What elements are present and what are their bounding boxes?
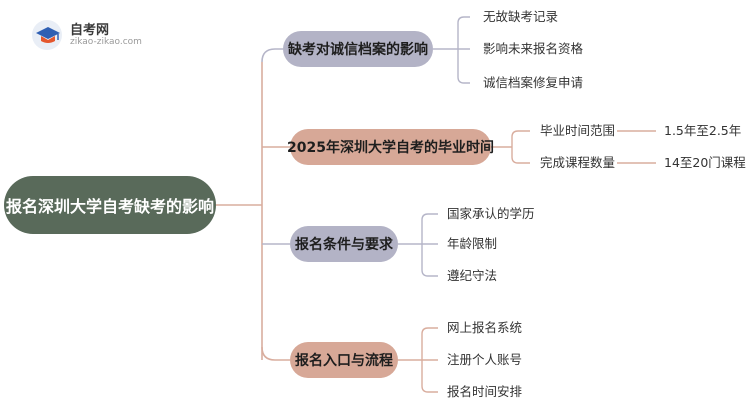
leaf-3-1: 国家承认的学历 bbox=[447, 206, 535, 221]
branch-node-3: 报名条件与要求 bbox=[290, 226, 398, 262]
logo-url: zikao-zikao.com bbox=[70, 37, 142, 47]
connector-branch-1 bbox=[261, 48, 283, 63]
connector-b2-leaves bbox=[511, 130, 530, 164]
leaf-2-2: 完成课程数量 bbox=[540, 155, 616, 170]
leaf-3-2: 年龄限制 bbox=[447, 236, 498, 251]
graduation-cap-icon bbox=[36, 27, 60, 43]
root-node: 报名深圳大学自考缺考的影响 bbox=[4, 176, 216, 234]
leaf-4-2: 注册个人账号 bbox=[447, 352, 523, 367]
leaf-1-2: 影响未来报名资格 bbox=[483, 41, 584, 56]
leaf-4-1: 网上报名系统 bbox=[447, 320, 523, 335]
connector-b4-leaves bbox=[421, 327, 438, 393]
branch-node-4: 报名入口与流程 bbox=[290, 342, 398, 378]
site-logo[interactable]: 自考网 zikao-zikao.com bbox=[30, 18, 160, 52]
branch-node-1: 缺考对诚信档案的影响 bbox=[283, 31, 433, 67]
connector-b1-leaves bbox=[457, 16, 470, 84]
leaf-3-3: 遵纪守法 bbox=[447, 268, 498, 283]
leaf-4-3: 报名时间安排 bbox=[447, 384, 523, 399]
leaf-1-1: 无故缺考记录 bbox=[483, 9, 559, 24]
leaf-2-1-value: 1.5年至2.5年 bbox=[664, 123, 742, 138]
connector-branch-4 bbox=[261, 346, 290, 361]
leaf-2-1: 毕业时间范围 bbox=[540, 123, 616, 138]
logo-title: 自考网 bbox=[70, 23, 110, 38]
leaf-1-3: 诚信档案修复申请 bbox=[483, 75, 584, 90]
connector-b3-leaves bbox=[421, 213, 438, 277]
branch-node-2: 2025年深圳大学自考的毕业时间 bbox=[287, 129, 494, 165]
leaf-2-2-value: 14至20门课程 bbox=[664, 155, 746, 170]
